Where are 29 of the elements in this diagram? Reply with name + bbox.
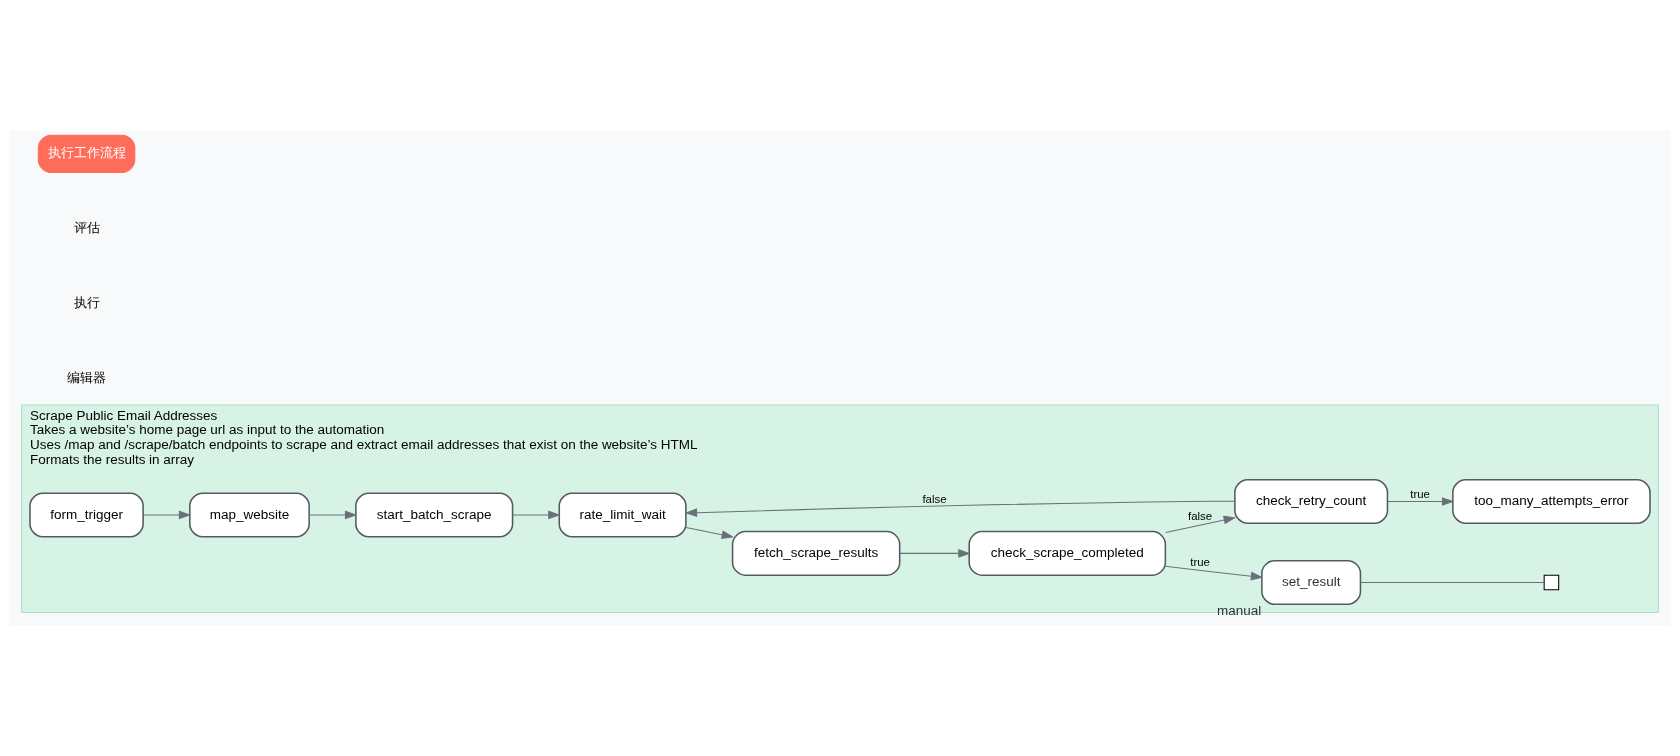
node-box: start_batch_scrape [355,492,514,538]
arrow [685,527,735,539]
arrow [308,510,358,520]
node-box [1543,574,1560,591]
node-box: check_scrape_completed [968,530,1167,576]
arrow [1164,565,1264,581]
node-box: map_website [189,492,310,538]
edge-label: true [1190,555,1210,568]
edge-label: true [1410,488,1430,501]
label: 执行 [73,294,100,310]
node-box: too_many_attempts_error [1452,478,1651,525]
label: 评估 [73,220,100,236]
arrow [142,510,192,520]
node-box: set_result [1261,559,1362,605]
node-box: check_retry_count [1234,478,1389,525]
node-label: manual [1216,603,1262,619]
arrow [512,510,561,520]
edge-label: false [1188,509,1213,522]
arrow [899,549,971,558]
arrow [1165,515,1237,534]
connector [1360,581,1545,583]
label: 执行工作流程 [47,145,126,161]
node-box: form_trigger [29,492,144,538]
node-box: rate_limit_wait [558,492,687,538]
node-box: fetch_scrape_results [731,530,901,576]
label: 编辑器 [67,369,107,385]
edge-label: false [922,493,947,506]
arrow [1387,497,1455,506]
arrow [684,500,1236,518]
